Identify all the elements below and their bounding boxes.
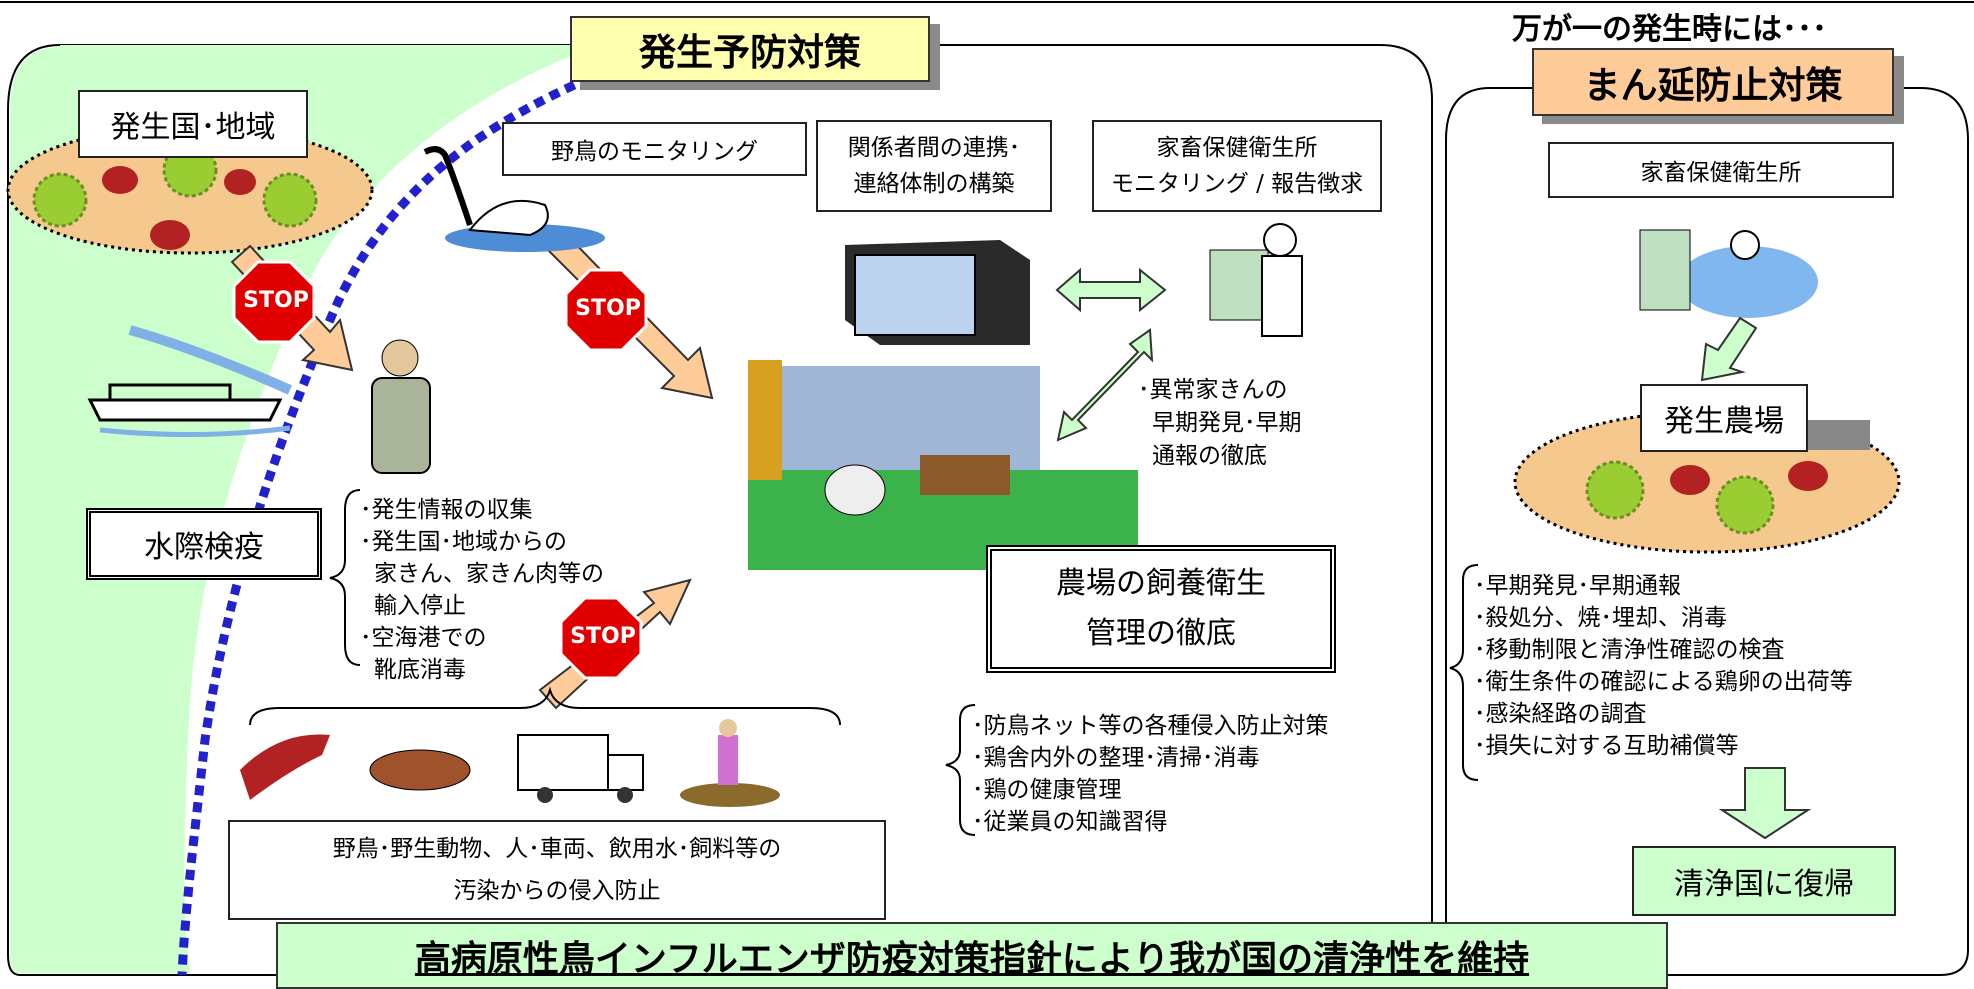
quarantine-list: ･発生情報の収集 ･発生国･地域からの 家きん、家きん肉等の 輸入停止 ･空海港… — [360, 494, 604, 686]
prevention-title: 発生予防対策 — [570, 16, 930, 82]
footer-banner: 高病原性鳥インフルエンザ防疫対策指針により我が国の清浄性を維持 — [276, 922, 1668, 989]
containment-measures-list: ･早期発見･早期通報 ･殺処分、焼･埋却、消毒 ･移動制限と清浄性確認の検査 ･… — [1474, 570, 1853, 762]
list-item: 通報の徹底 — [1152, 443, 1267, 469]
containment-lhsc-label: 家畜保健衛生所 — [1548, 142, 1894, 198]
list-item: 早期発見･早期 — [1152, 410, 1302, 436]
rodent-icon — [369, 749, 471, 791]
list-item: 輸入停止 — [374, 593, 466, 619]
quarantine-brace — [329, 489, 361, 666]
farm-measures-list: ･防鳥ネット等の各種侵入防止対策 ･鶏舎内外の整理･清掃･消毒 ･鶏の健康管理 … — [972, 710, 1329, 838]
stop-sign-icon — [232, 260, 648, 680]
vectors-brace — [249, 686, 841, 726]
list-item: ･早期発見･早期通報 — [1474, 573, 1681, 599]
coordination-label: 関係者間の連携･ 連絡体制の構築 — [816, 120, 1052, 212]
containment-brace — [1449, 564, 1479, 781]
list-item: ･移動制限と清浄性確認の検査 — [1474, 637, 1785, 663]
list-item: ･殺処分、焼･埋却、消毒 — [1474, 605, 1727, 631]
border-quarantine-label: 水際検疫 — [86, 508, 322, 580]
list-item: ･従業員の知識習得 — [972, 809, 1168, 835]
national-border-line — [177, 73, 592, 976]
farm-measures-brace — [945, 704, 976, 836]
outbreak-rooster-icon — [1670, 461, 1828, 495]
return-to-free-status-label: 清浄国に復帰 — [1632, 846, 1896, 916]
office-building-icon — [845, 240, 1030, 345]
list-item: ･発生情報の収集 — [360, 497, 533, 523]
list-item: ･空海港での — [360, 625, 487, 651]
dispatch-arrow — [1700, 316, 1758, 382]
outbreak-virus-icon — [1585, 460, 1775, 535]
stop-sign-label: STOP — [243, 288, 309, 313]
list-item: ･損失に対する互助補償等 — [1474, 733, 1739, 759]
veterinarian-icon — [1209, 223, 1303, 337]
early-detection-list: ･異常家きんの 早期発見･早期 通報の徹底 — [1138, 374, 1302, 473]
list-item: ･感染経路の調査 — [1474, 701, 1647, 727]
list-item: ･発生国･地域からの — [360, 529, 567, 555]
recovery-arrow — [1718, 767, 1812, 840]
lhsc-monitoring-label: 家畜保健衛生所 モニタリング / 報告徴求 — [1092, 120, 1382, 212]
contamination-prevention-label: 野鳥･野生動物、人･車両、飲用水･飼料等の 汚染からの侵入防止 — [228, 820, 886, 920]
farm-hygiene-label: 農場の飼養衛生 管理の徹底 — [986, 545, 1336, 673]
list-item: 靴底消毒 — [374, 657, 466, 683]
containment-heading: 万が一の発生時には･･･ — [1512, 12, 1827, 47]
list-item: ･鶏舎内外の整理･清掃･消毒 — [972, 745, 1260, 771]
swan-icon — [423, 146, 605, 252]
truck-icon — [517, 734, 644, 803]
domestic-land-area — [10, 45, 600, 973]
wild-bird-monitoring-label: 野鳥のモニタリング — [502, 122, 807, 176]
rooster-icon — [102, 166, 256, 250]
containment-title: まん延防止対策 — [1532, 48, 1894, 116]
quarantine-officer-icon — [371, 339, 431, 474]
list-item: ･衛生条件の確認による鶏卵の出荷等 — [1474, 669, 1853, 695]
ship-icon — [87, 325, 293, 438]
wild-bird-icon — [240, 734, 330, 800]
origin-label: 発生国･地域 — [78, 90, 308, 158]
stop-sign-label: STOP — [570, 624, 636, 649]
list-item: 家きん、家きん肉等の — [374, 561, 604, 587]
list-item: ･防鳥ネット等の各種侵入防止対策 — [972, 713, 1329, 739]
running-official-icon — [1639, 229, 1818, 318]
list-item: ･異常家きんの — [1138, 377, 1288, 403]
farmer-icon — [680, 719, 780, 807]
farm-building-icon — [1808, 420, 1870, 450]
stop-sign-label: STOP — [575, 296, 641, 321]
outbreak-farm-label: 発生農場 — [1640, 384, 1808, 452]
list-item: ･鶏の健康管理 — [972, 777, 1122, 803]
two-way-arrow — [1055, 267, 1167, 442]
